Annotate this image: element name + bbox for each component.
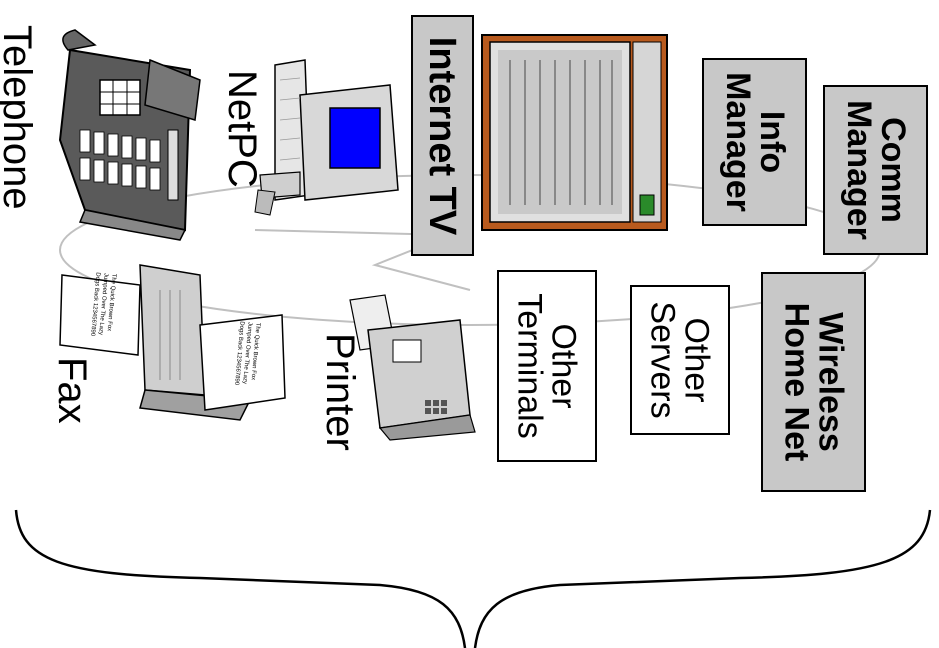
internet-tv-icon xyxy=(481,34,668,231)
internet-tv-box: Internet TV xyxy=(411,15,474,256)
fax-icon xyxy=(59,264,286,421)
printer-icon xyxy=(349,294,476,441)
printer-label: Printer xyxy=(318,333,362,451)
telephone-icon xyxy=(58,29,201,241)
netpc-icon xyxy=(254,59,399,216)
curly-brace xyxy=(14,509,932,648)
fax-label: Fax xyxy=(50,357,94,424)
telephone-label: Telephone xyxy=(0,25,39,210)
netpc-label: NetPC xyxy=(220,70,264,188)
